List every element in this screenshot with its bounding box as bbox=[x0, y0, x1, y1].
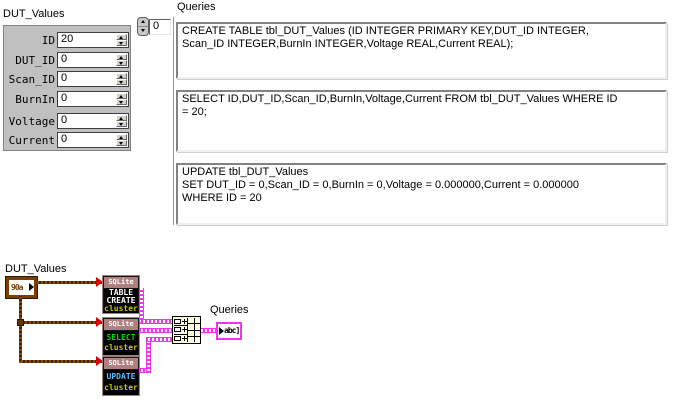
field-label-id: ID bbox=[41, 34, 55, 47]
query-element-select[interactable]: SELECT ID,DUT_ID,Scan_ID,BurnIn,Voltage,… bbox=[176, 90, 667, 152]
input-arrow-icon bbox=[219, 327, 224, 335]
string-wire-segment[interactable] bbox=[139, 328, 173, 333]
string-wire-segment[interactable] bbox=[146, 337, 173, 342]
spinner[interactable] bbox=[116, 134, 127, 146]
increment-icon[interactable] bbox=[116, 134, 127, 140]
string-array-icon: abc] bbox=[224, 326, 240, 335]
node-line: cluster bbox=[104, 383, 138, 392]
array-grid-icon bbox=[187, 318, 200, 342]
spinner[interactable] bbox=[116, 34, 127, 46]
increment-icon[interactable] bbox=[116, 115, 127, 121]
queries-array-label: Queries bbox=[177, 1, 216, 13]
field-label-voltage: Voltage bbox=[8, 115, 55, 128]
spinner[interactable] bbox=[116, 73, 127, 85]
wire-input-arrow-icon bbox=[96, 356, 103, 366]
field-label-dut-id: DUT_ID bbox=[15, 54, 55, 67]
node-line: UPDATE bbox=[106, 372, 136, 381]
increment-icon[interactable] bbox=[116, 34, 127, 40]
decrement-icon[interactable] bbox=[116, 79, 127, 85]
cluster-wire-segment[interactable] bbox=[21, 321, 103, 324]
array-index-spinner[interactable] bbox=[137, 17, 149, 36]
output-arrow-icon bbox=[29, 283, 34, 291]
numeric-field-id[interactable]: 20 bbox=[57, 32, 129, 48]
cluster-wire-segment[interactable] bbox=[37, 281, 103, 284]
node-line: CREATE bbox=[106, 296, 136, 305]
cluster-terminal[interactable]: 90a bbox=[6, 277, 37, 298]
wire-junction-dot bbox=[17, 319, 24, 326]
array-element-input-icon bbox=[174, 326, 187, 335]
increment-icon[interactable] bbox=[116, 54, 127, 60]
field-label-burnin: BurnIn bbox=[15, 93, 55, 106]
node-line: TABLE bbox=[108, 288, 134, 297]
array-index-display[interactable]: 0 bbox=[149, 19, 171, 35]
node-line: cluster bbox=[104, 343, 138, 353]
numeric-field-current[interactable]: 0 bbox=[57, 132, 129, 148]
index-up-icon[interactable] bbox=[138, 18, 148, 26]
cluster-wire-segment[interactable] bbox=[19, 296, 22, 363]
string-wire-segment[interactable] bbox=[139, 288, 144, 324]
spinner[interactable] bbox=[116, 54, 127, 66]
query-text: UPDATE tbl_DUT_Values SET DUT_ID = 0,Sca… bbox=[182, 166, 579, 204]
cluster-label: DUT_Values bbox=[3, 8, 65, 20]
numeric-field-burnin[interactable]: 0 bbox=[57, 91, 129, 107]
query-element-create[interactable]: CREATE TABLE tbl_DUT_Values (ID INTEGER … bbox=[176, 22, 667, 79]
decrement-icon[interactable] bbox=[116, 99, 127, 105]
node-header: SQLite bbox=[104, 277, 138, 289]
numeric-field-dut-id[interactable]: 0 bbox=[57, 52, 129, 68]
node-line: SELECT bbox=[106, 332, 136, 342]
node-header: SQLite bbox=[104, 358, 138, 370]
decrement-icon[interactable] bbox=[116, 40, 127, 46]
decrement-icon[interactable] bbox=[116, 121, 127, 127]
increment-icon[interactable] bbox=[116, 93, 127, 99]
spinner[interactable] bbox=[116, 115, 127, 127]
sqlite-select-node[interactable]: SQLite SELECT cluster bbox=[103, 318, 139, 355]
query-text: SELECT ID,DUT_ID,Scan_ID,BurnIn,Voltage,… bbox=[182, 93, 618, 118]
string-wire-segment[interactable] bbox=[139, 368, 151, 373]
array-element-input-icon bbox=[174, 318, 187, 327]
array-frame-line bbox=[173, 17, 174, 225]
terminal-label: DUT_Values bbox=[5, 263, 67, 275]
array-element-input-icon bbox=[174, 335, 187, 342]
wire-input-arrow-icon bbox=[96, 277, 103, 287]
numeric-field-voltage[interactable]: 0 bbox=[57, 113, 129, 129]
cluster-glyph-icon: 90a bbox=[11, 283, 23, 292]
query-element-update[interactable]: UPDATE tbl_DUT_Values SET DUT_ID = 0,Sca… bbox=[176, 163, 667, 225]
node-line: cluster bbox=[104, 304, 138, 313]
diagram-queries-label: Queries bbox=[210, 304, 249, 316]
spinner[interactable] bbox=[116, 93, 127, 105]
string-wire-segment[interactable] bbox=[146, 337, 151, 373]
string-wire-segment[interactable] bbox=[199, 328, 216, 333]
sqlite-update-node[interactable]: SQLite UPDATE cluster bbox=[103, 357, 139, 395]
wire-input-arrow-icon bbox=[96, 317, 103, 327]
decrement-icon[interactable] bbox=[116, 140, 127, 146]
build-array-node[interactable] bbox=[172, 316, 201, 344]
increment-icon[interactable] bbox=[116, 73, 127, 79]
field-label-current: Current bbox=[8, 134, 55, 147]
queries-string-array-indicator[interactable]: abc] bbox=[216, 322, 242, 340]
numeric-field-scan-id[interactable]: 0 bbox=[57, 71, 129, 87]
field-label-scan-id: Scan_ID bbox=[8, 73, 55, 86]
string-wire-segment[interactable] bbox=[141, 319, 173, 324]
node-header: SQLite bbox=[104, 319, 138, 331]
index-down-icon[interactable] bbox=[138, 27, 148, 35]
cluster-wire-segment[interactable] bbox=[21, 360, 103, 363]
sqlite-table-create-node[interactable]: SQLite TABLE CREATE cluster bbox=[103, 276, 139, 313]
decrement-icon[interactable] bbox=[116, 60, 127, 66]
query-text: CREATE TABLE tbl_DUT_Values (ID INTEGER … bbox=[182, 25, 589, 50]
